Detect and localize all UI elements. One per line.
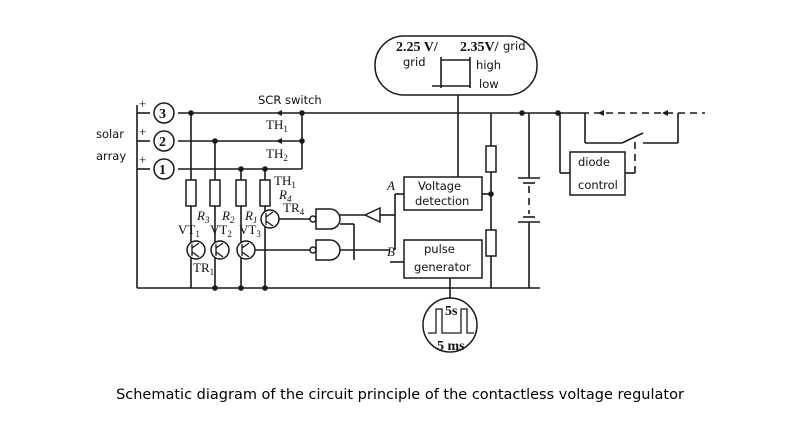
scr-arrows — [276, 110, 282, 144]
nand-gate-top — [309, 208, 365, 260]
high-threshold-label: 2.35V/ — [460, 40, 500, 55]
vt2-label: VT2 — [210, 222, 232, 239]
plus-3: + — [139, 96, 146, 111]
tr1-label: TR1 — [193, 260, 214, 277]
pulse-generator-line2: generator — [414, 260, 471, 274]
tr4-label: TR4 — [283, 200, 305, 217]
node-a-label: A — [386, 178, 395, 193]
r1-label: R1 — [244, 208, 257, 225]
terminal-1 — [153, 158, 175, 180]
grid-label-right: grid — [503, 39, 526, 53]
terminal-1-label: 1 — [159, 163, 166, 178]
diode-control-line2: control — [578, 178, 618, 192]
scr-switch-label: SCR switch — [258, 93, 322, 107]
pulse-period-label: 5s — [445, 304, 458, 319]
plus-1: + — [139, 152, 146, 167]
grid-label-left: grid — [403, 55, 426, 69]
th2-label: TH2 — [266, 146, 288, 163]
resistor-r2 — [209, 141, 221, 288]
node-b-label: B — [387, 244, 395, 259]
voltage-divider — [485, 113, 497, 288]
terminal-2 — [153, 130, 175, 152]
nand-gate-bottom — [309, 239, 390, 261]
array-label: array — [96, 149, 126, 163]
vt3-label: VT3 — [239, 222, 261, 239]
low-threshold-label: 2.25 V/ — [396, 40, 439, 55]
diode-control-line1: diode — [578, 155, 610, 169]
low-label: low — [479, 77, 499, 91]
voltage-detection-block — [403, 95, 491, 211]
transistor-vt2 — [210, 240, 230, 260]
r2-label: R2 — [221, 208, 235, 225]
transistor-vt1 — [186, 240, 206, 260]
diode-control-block — [559, 113, 636, 196]
plus-2: + — [139, 124, 146, 139]
th1-low-label: TH1 — [274, 173, 296, 190]
bypass-switch — [584, 110, 679, 144]
battery — [518, 113, 540, 288]
pulse-generator-block — [403, 239, 483, 298]
pulse-generator-line1: pulse — [424, 242, 455, 256]
r4-label: R4 — [278, 187, 292, 204]
th1-top-label: TH1 — [266, 117, 288, 134]
terminal-3-label: 3 — [159, 107, 166, 122]
transistor-tr4 — [260, 209, 310, 229]
terminal-2-label: 2 — [159, 135, 166, 150]
voltage-detection-line2: detection — [415, 194, 469, 208]
terminal-3 — [153, 102, 175, 124]
r3-label: R3 — [196, 208, 210, 225]
buffer-amplifier — [363, 193, 404, 263]
grid-indicator — [374, 35, 538, 96]
transistor-vt3 — [236, 240, 256, 260]
solar-label: solar — [96, 127, 124, 141]
junction-dots — [188, 110, 561, 291]
pulse-source — [422, 297, 478, 353]
pulse-width-label: 5 ms — [437, 339, 465, 354]
high-label: high — [476, 58, 501, 72]
figure-caption: Schematic diagram of the circuit princip… — [116, 387, 684, 403]
vt1-label: VT1 — [178, 222, 200, 239]
voltage-detection-line1: Voltage — [418, 179, 461, 193]
